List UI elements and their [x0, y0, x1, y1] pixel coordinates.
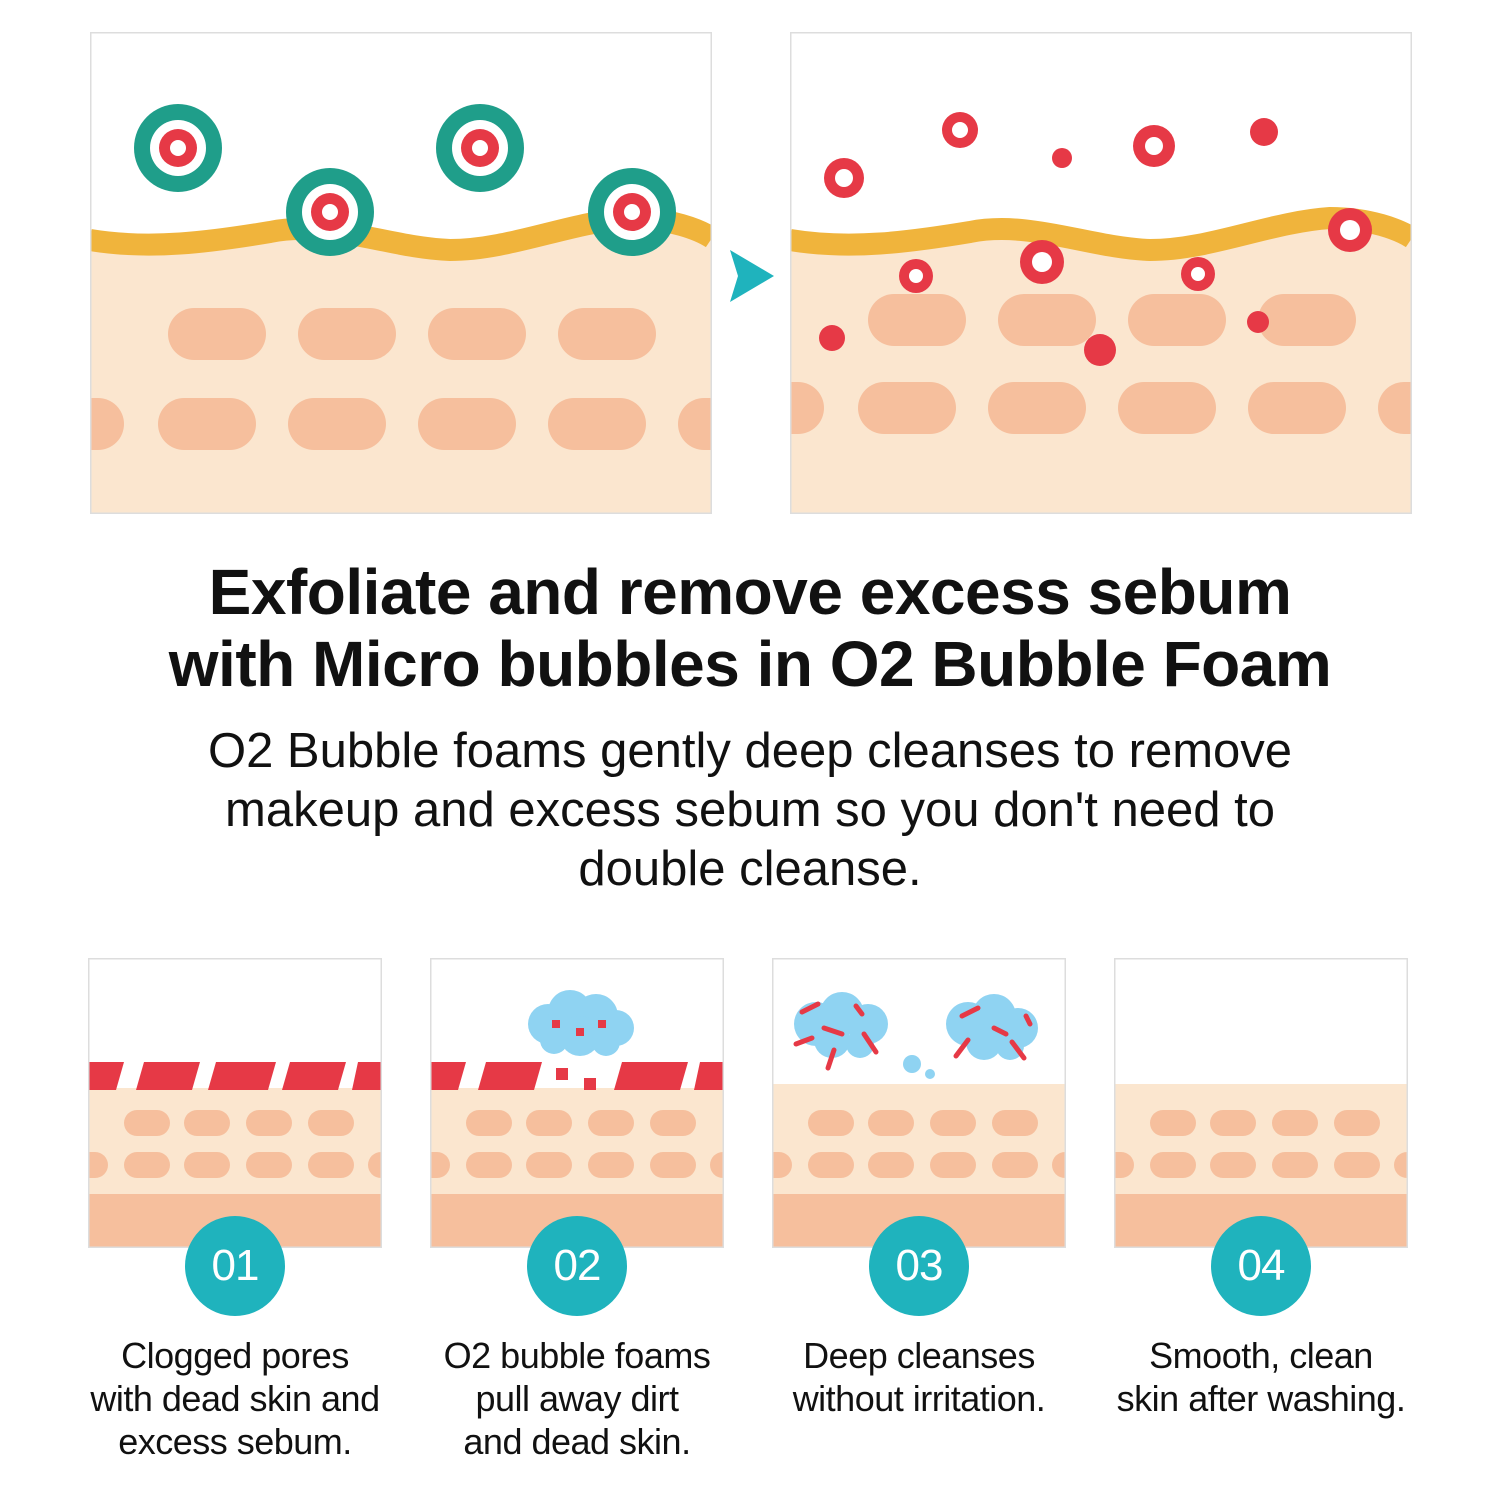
step-3-caption-line-2: without irritation.	[792, 1378, 1046, 1419]
step-3-caption-line-1: Deep cleanses	[803, 1335, 1035, 1376]
step-4-illustration	[1114, 958, 1408, 1248]
step-3: 03 Deep cleanses without irritation.	[772, 958, 1066, 1419]
step-4-caption-line-2: skin after washing.	[1116, 1378, 1406, 1419]
description-line-1: O2 Bubble foams gently deep cleanses to …	[207, 724, 1293, 778]
skin-cells-row-1	[168, 308, 656, 360]
step-4-caption: Smooth, clean skin after washing.	[1084, 1334, 1438, 1420]
step-1-caption: Clogged pores with dead skin and excess …	[58, 1334, 412, 1463]
step-1-illustration	[88, 958, 382, 1248]
dead-skin-layer	[88, 1062, 382, 1090]
step-1-caption-line-2: with dead skin and	[90, 1378, 380, 1419]
skin-cells-row-2	[90, 398, 712, 450]
headline: Exfoliate and remove excess sebum with M…	[0, 556, 1500, 700]
before-illustration	[90, 32, 712, 514]
description: O2 Bubble foams gently deep cleanses to …	[0, 722, 1500, 899]
description-line-2: makeup and excess sebum so you don't nee…	[225, 783, 1275, 837]
foam-cloud	[528, 990, 634, 1056]
foam-cloud-right	[946, 994, 1038, 1060]
clogged-bubbles	[134, 104, 676, 256]
step-1-number-badge: 01	[185, 1216, 285, 1316]
step-2-caption: O2 bubble foams pull away dirt and dead …	[400, 1334, 754, 1463]
released-particles	[819, 112, 1372, 366]
chevron-right-icon	[730, 250, 774, 302]
step-4: 04 Smooth, clean skin after washing.	[1114, 958, 1408, 1419]
step-1: 01 Clogged pores with dead skin and exce…	[88, 958, 382, 1462]
step-2-illustration	[430, 958, 724, 1248]
step-4-number-badge: 04	[1211, 1216, 1311, 1316]
step-2-caption-line-3: and dead skin.	[463, 1421, 691, 1462]
step-2-number-badge: 02	[527, 1216, 627, 1316]
step-1-caption-line-1: Clogged pores	[121, 1335, 349, 1376]
description-line-3: double cleanse.	[578, 842, 922, 896]
step-2-caption-line-2: pull away dirt	[475, 1378, 679, 1419]
step-3-number-badge: 03	[869, 1216, 969, 1316]
headline-line-1: Exfoliate and remove excess sebum	[208, 556, 1292, 628]
step-3-illustration	[772, 958, 1066, 1248]
step-4-caption-line-1: Smooth, clean	[1149, 1335, 1373, 1376]
step-2: 02 O2 bubble foams pull away dirt and de…	[430, 958, 724, 1462]
step-2-caption-line-1: O2 bubble foams	[443, 1335, 711, 1376]
step-3-caption: Deep cleanses without irritation.	[742, 1334, 1096, 1420]
step-1-caption-line-3: excess sebum.	[118, 1421, 352, 1462]
after-illustration	[790, 32, 1412, 514]
headline-line-2: with Micro bubbles in O2 Bubble Foam	[168, 628, 1332, 700]
